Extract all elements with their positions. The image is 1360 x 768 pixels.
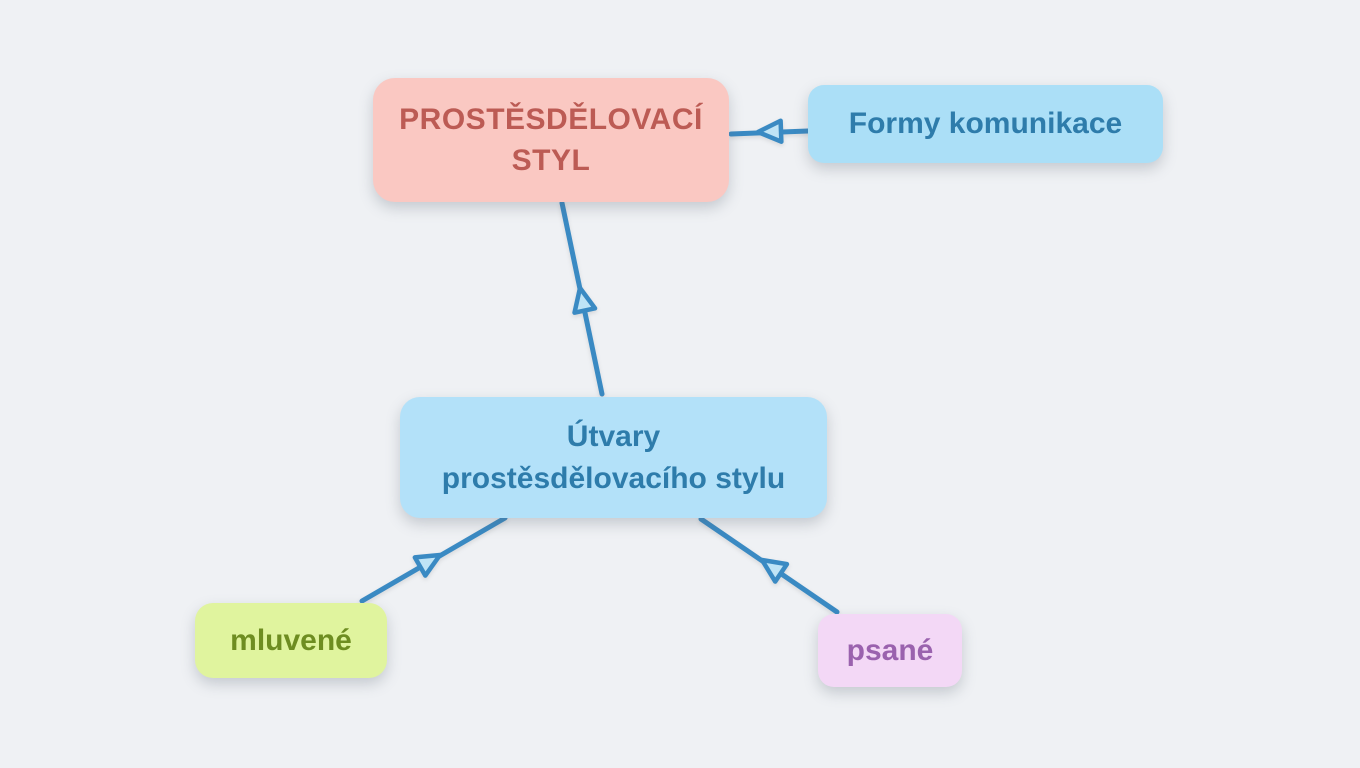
node-label-line-2: prostěsdělovacího stylu <box>441 461 786 495</box>
edge-utvary-to-prostesdelovaci-styl <box>559 200 605 397</box>
edge-mluvene-to-utvary <box>359 515 508 604</box>
edge-formy-komunikace-to-prostesdelovaci-styl <box>728 118 811 144</box>
arrowhead-icon <box>572 285 598 315</box>
node-label: Formy komunikace <box>848 107 1123 140</box>
node-utvary-prostesdelovaciho-stylu[interactable]: Útvary prostěsdělovacího stylu <box>400 397 827 518</box>
node-label: mluvené <box>230 623 352 657</box>
node-label-line-1: PROSTĚSDĚLOVACÍ <box>399 103 703 136</box>
arrowhead-icon <box>759 557 790 584</box>
node-mluvene[interactable]: mluvené <box>195 603 387 678</box>
node-label: PROSTĚSDĚLOVACÍ STYL <box>399 99 703 181</box>
node-label: psané <box>846 633 934 667</box>
arrowhead-icon <box>755 118 784 144</box>
node-prostesdelovaci-styl[interactable]: PROSTĚSDĚLOVACÍ STYL <box>373 78 729 202</box>
node-psane[interactable]: psané <box>818 614 962 687</box>
edge-psane-to-utvary <box>698 516 840 615</box>
arrowhead-icon <box>412 552 443 578</box>
node-label: Útvary prostěsdělovacího stylu <box>442 416 785 500</box>
node-label-line-2: STYL <box>511 144 591 177</box>
node-label-line-1: Útvary <box>566 419 661 453</box>
node-formy-komunikace[interactable]: Formy komunikace <box>808 85 1163 163</box>
